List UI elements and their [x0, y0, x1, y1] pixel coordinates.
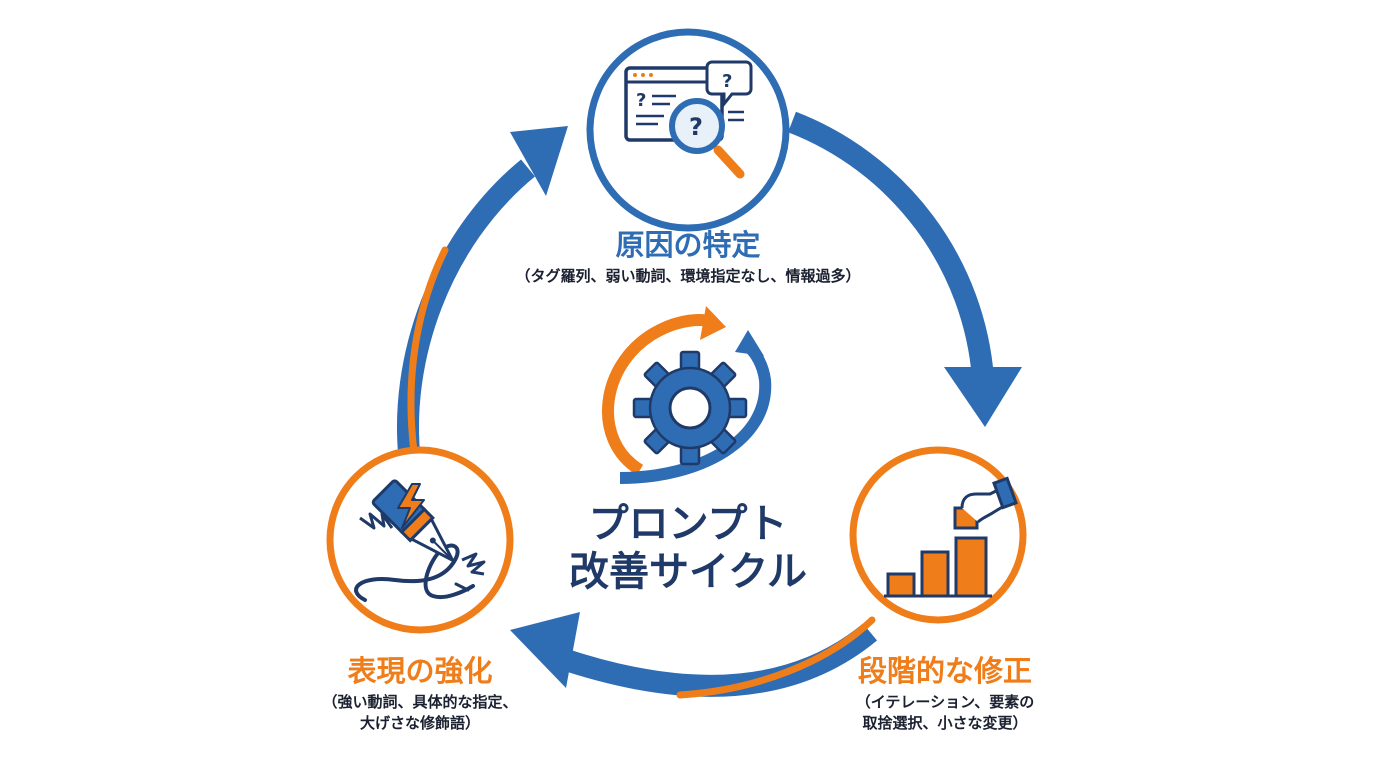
- svg-text:?: ?: [722, 71, 732, 92]
- center-title-line2: 改善サイクル: [569, 549, 807, 595]
- step-circle-identify: ? ? ?: [586, 28, 790, 232]
- step-circle-modify: [849, 446, 1027, 624]
- step-circle-enhance: [326, 446, 514, 634]
- cycle-arrow-left-to-top: [396, 159, 535, 464]
- center-gear-cycle-icon: [602, 306, 772, 484]
- cycle-arrow-bottom-highlight: [676, 616, 876, 699]
- cycle-arrowhead-top: [510, 126, 568, 196]
- center-title-line1: プロンプト: [588, 501, 788, 547]
- cycle-arrowhead-left: [510, 612, 580, 688]
- center-title: プロンプト 改善サイクル: [538, 500, 838, 596]
- step-modify-label: 段階的な修正 （イテレーション、要素の 取捨選択、小さな変更）: [830, 654, 1060, 734]
- magnifier-question-document-icon: ? ? ?: [624, 60, 753, 179]
- step-modify-title: 段階的な修正: [857, 654, 1032, 688]
- step-modify-detail-line1: （イテレーション、要素の: [855, 693, 1035, 711]
- step-modify-detail-line2: 取捨選択、小さな変更）: [862, 714, 1028, 732]
- cycle-arrowhead-right: [944, 367, 1022, 427]
- svg-text:?: ?: [689, 113, 703, 141]
- step-enhance-label: 表現の強化 （強い動詞、具体的な指定、 大げさな修飾語）: [300, 654, 540, 734]
- svg-text:?: ?: [636, 90, 646, 111]
- step-identify-detail: （タグ羅列、弱い動詞、環境指定なし、情報過多）: [515, 267, 861, 285]
- step-identify-title: 原因の特定: [615, 228, 761, 262]
- step-enhance-detail-line1: （強い動詞、具体的な指定、: [322, 693, 518, 711]
- step-enhance-title: 表現の強化: [347, 654, 493, 688]
- fountain-pen-lightning-icon: [354, 479, 486, 602]
- bar-chart-hand-block-icon: [884, 476, 1018, 598]
- cycle-arrow-left-highlight: [407, 246, 449, 456]
- cycle-arrow-top-to-right: [788, 111, 994, 379]
- step-identify-label: 原因の特定 （タグ羅列、弱い動詞、環境指定なし、情報過多）: [488, 228, 888, 287]
- step-enhance-detail-line2: 大げさな修飾語）: [359, 714, 480, 732]
